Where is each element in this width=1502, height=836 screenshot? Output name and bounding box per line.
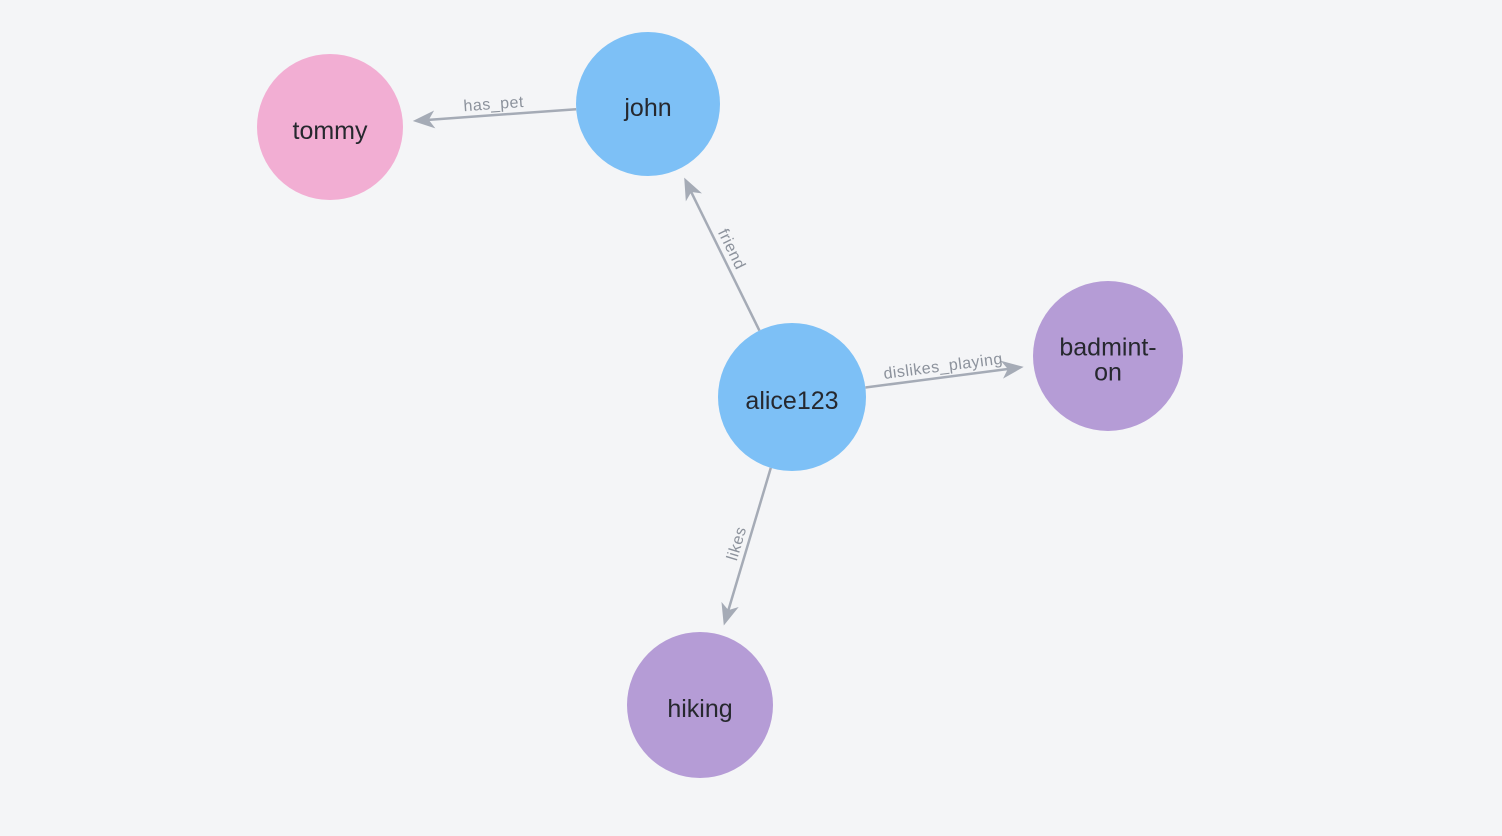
edge-arrowhead-icon (1000, 360, 1024, 379)
node-caption: john (623, 94, 671, 122)
edge-line (865, 367, 1010, 389)
node-caption: alice123 (745, 387, 838, 415)
node-caption: tommy (293, 117, 369, 145)
edge-line (689, 189, 761, 332)
graph-node-alice123[interactable]: alice123 (718, 323, 866, 471)
node-caption-line: tommy (293, 117, 369, 145)
node-caption-line: badmint- (1059, 334, 1156, 362)
node-caption-line: john (623, 94, 671, 122)
edge-label: has_pet (463, 94, 525, 115)
edge-line (426, 107, 577, 122)
node-circle (718, 323, 866, 471)
node-caption: badmint-on (1059, 334, 1156, 387)
graph-node-tommy[interactable]: tommy (257, 54, 403, 200)
graph-node-john[interactable]: john (576, 32, 720, 176)
node-caption-line: hiking (667, 695, 732, 723)
graph-node-hiking[interactable]: hiking (627, 632, 773, 778)
graph-edge-likes[interactable]: likes (715, 467, 772, 628)
node-circle (1033, 281, 1183, 431)
node-circle (257, 54, 403, 200)
node-circle (576, 32, 720, 176)
edge-label: likes (724, 525, 750, 563)
node-caption: hiking (667, 695, 732, 723)
graph-edge-has_pet[interactable]: has_pet (412, 94, 577, 130)
graph-node-badminton[interactable]: badmint-on (1033, 281, 1183, 431)
node-caption-line: alice123 (745, 387, 838, 415)
node-circle (627, 632, 773, 778)
graph-edge-friend[interactable]: friend (676, 174, 761, 332)
graph-edge-dislikes_playing[interactable]: dislikes_playing (865, 351, 1024, 389)
node-caption-line: on (1094, 359, 1122, 387)
edge-line (726, 467, 772, 613)
edge-arrowhead-icon (684, 177, 702, 202)
edge-arrowhead-icon (412, 110, 436, 129)
edge-arrowhead-icon (721, 601, 739, 626)
